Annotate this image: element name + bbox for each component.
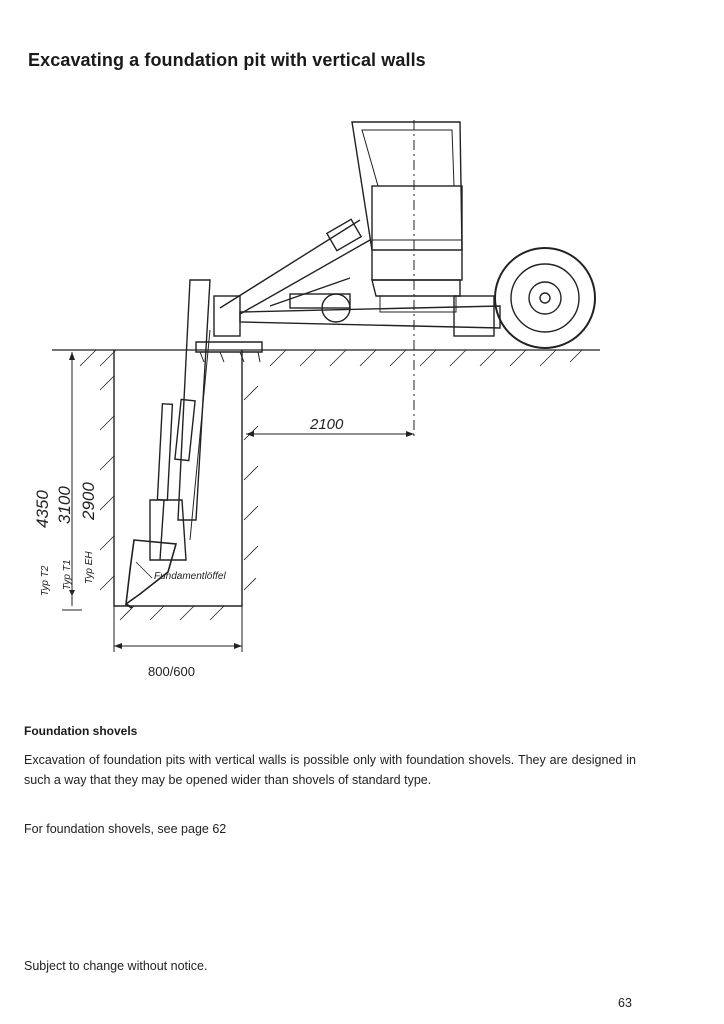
- dim-2900-label: 2900: [79, 482, 98, 521]
- foundation-shovel: [124, 539, 178, 606]
- dim-4350-label: 4350: [33, 490, 52, 528]
- dim-3100-label: 3100: [55, 486, 74, 524]
- page-title: Excavating a foundation pit with vertica…: [28, 50, 426, 70]
- boom: [177, 279, 211, 521]
- section-paragraph: Excavation of foundation pits with verti…: [24, 753, 636, 787]
- page-number: 63: [618, 996, 632, 1010]
- footer-note: Subject to change without notice.: [24, 959, 208, 973]
- type-t1-label: Typ T1: [62, 560, 73, 590]
- type-t2-label: Typ T2: [40, 565, 51, 596]
- width-label: 800/600: [148, 664, 195, 679]
- dim-2100-label: 2100: [309, 416, 344, 433]
- section-heading: Foundation shovels: [24, 724, 138, 738]
- pit-outline: [113, 350, 243, 607]
- excavator-diagram: 2100 4350 3100 2900 Typ T2 Typ T1 Typ EH…: [33, 120, 600, 679]
- type-eh-label: Typ EH: [84, 551, 95, 584]
- page-reference: For foundation shovels, see page 62: [24, 822, 227, 836]
- shovel-label: Fundamentlöffel: [154, 571, 226, 582]
- ground-hatching: [79, 349, 583, 621]
- wheel: [494, 247, 596, 349]
